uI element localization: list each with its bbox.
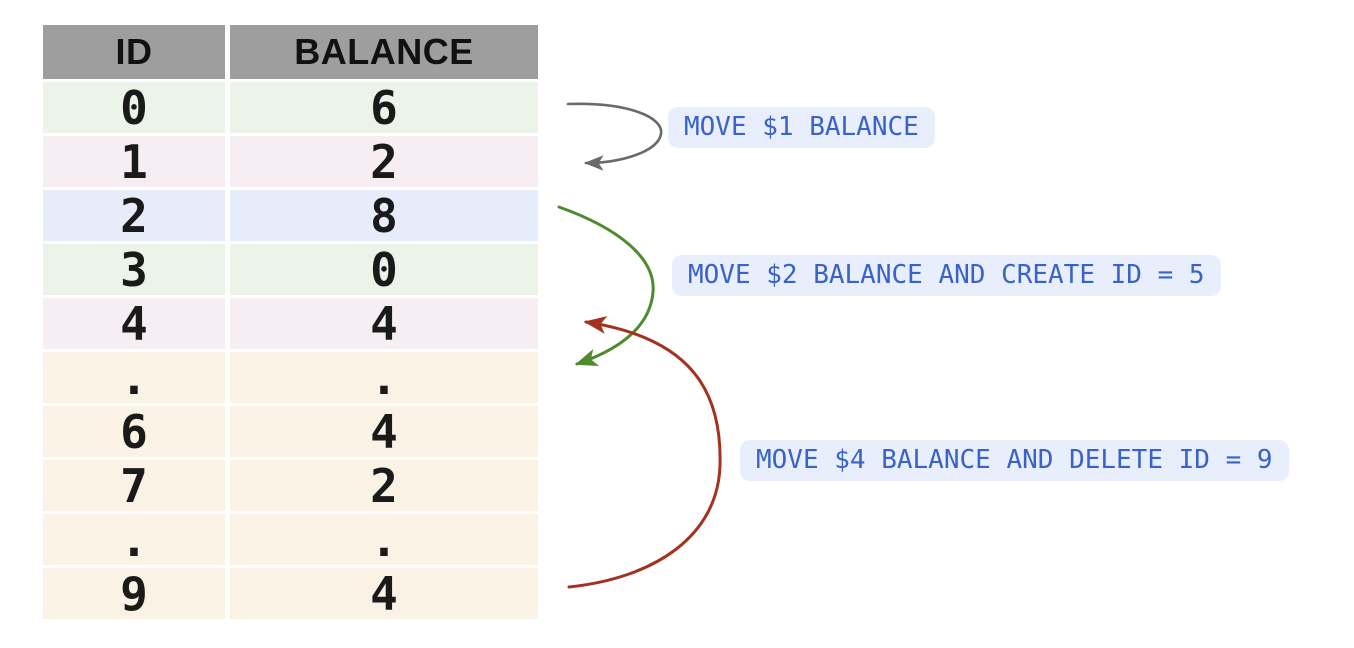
table-row: 6 4	[43, 405, 538, 459]
table-cell-id: 7	[43, 459, 225, 513]
table-cell-balance: 8	[230, 189, 538, 243]
table-cell-balance: 4	[230, 567, 538, 621]
table-cell-balance: 6	[230, 81, 538, 135]
table-cell-id: .	[43, 351, 225, 405]
table-row: 9 4	[43, 567, 538, 621]
annotation-move-4-balance-delete: MOVE $4 BALANCE AND DELETE ID = 9	[740, 440, 1289, 481]
annotation-move-2-balance-create: MOVE $2 BALANCE AND CREATE ID = 5	[672, 255, 1221, 296]
table-row: 3 0	[43, 243, 538, 297]
ledger-table: ID BALANCE 0 6 1 2 2 8 3 0 4 4 . . 6 4 7…	[43, 25, 538, 621]
table-header-row: ID BALANCE	[43, 25, 538, 79]
table-cell-id: 6	[43, 405, 225, 459]
table-row: 4 4	[43, 297, 538, 351]
table-row: 1 2	[43, 135, 538, 189]
move-2-balance-arrow	[557, 205, 655, 366]
table-cell-id: 4	[43, 297, 225, 351]
table-row: . .	[43, 351, 538, 405]
table-row: 2 8	[43, 189, 538, 243]
annotation-move-1-balance: MOVE $1 BALANCE	[668, 107, 935, 148]
table-cell-balance: 2	[230, 459, 538, 513]
table-cell-balance: 4	[230, 297, 538, 351]
move-1-balance-arrow	[566, 102, 663, 171]
table-row: 0 6	[43, 81, 538, 135]
move-4-balance-arrow	[567, 316, 722, 589]
table-cell-id: 1	[43, 135, 225, 189]
table-cell-id: 3	[43, 243, 225, 297]
column-header-id: ID	[43, 25, 225, 79]
table-row: . .	[43, 513, 538, 567]
table-cell-id: .	[43, 513, 225, 567]
table-cell-id: 2	[43, 189, 225, 243]
table-cell-balance: .	[230, 351, 538, 405]
table-cell-id: 0	[43, 81, 225, 135]
table-cell-balance: .	[230, 513, 538, 567]
column-header-balance: BALANCE	[230, 25, 538, 79]
table-cell-balance: 2	[230, 135, 538, 189]
table-cell-balance: 4	[230, 405, 538, 459]
table-cell-balance: 0	[230, 243, 538, 297]
table-row: 7 2	[43, 459, 538, 513]
table-cell-id: 9	[43, 567, 225, 621]
